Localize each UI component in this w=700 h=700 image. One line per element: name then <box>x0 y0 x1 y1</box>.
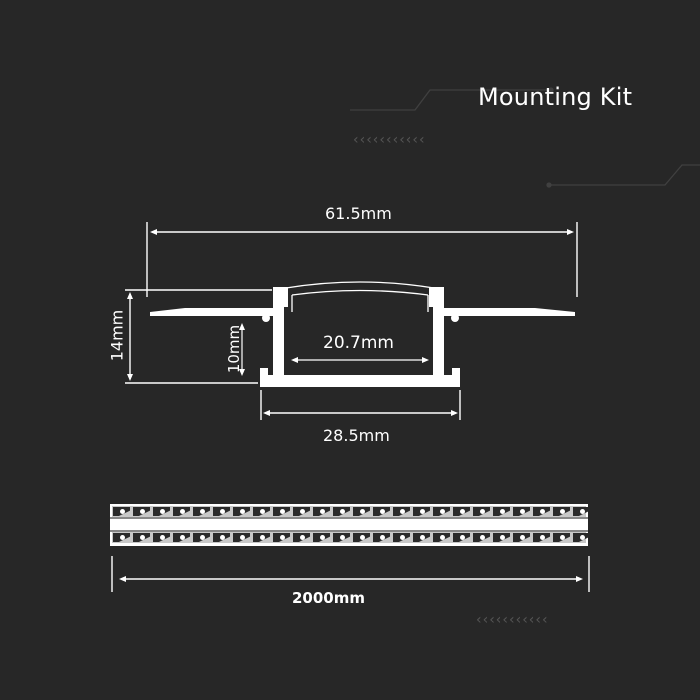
dim-length <box>111 556 590 592</box>
label-inner-width: 20.7mm <box>323 333 394 353</box>
diffuser-cover <box>285 281 435 312</box>
label-length: 2000mm <box>292 589 366 607</box>
label-total-width: 61.5mm <box>325 204 392 223</box>
dim-total-width <box>146 222 578 297</box>
label-inner-height: 10mm <box>225 324 244 374</box>
dim-inner-width <box>291 357 429 363</box>
dim-total-height <box>125 289 272 384</box>
chevrons-bottom: ‹‹‹‹‹‹‹‹‹‹‹ <box>476 612 549 628</box>
dim-inner-height <box>239 323 245 376</box>
profile-cross-section <box>150 287 575 387</box>
label-total-height: 14mm <box>107 309 127 362</box>
page-title: Mounting Kit <box>478 83 633 111</box>
chevrons-top: ‹‹‹‹‹‹‹‹‹‹‹ <box>353 132 426 148</box>
dim-base-width <box>260 390 461 420</box>
decor-lines <box>350 87 700 188</box>
label-base-width: 28.5mm <box>323 426 390 445</box>
